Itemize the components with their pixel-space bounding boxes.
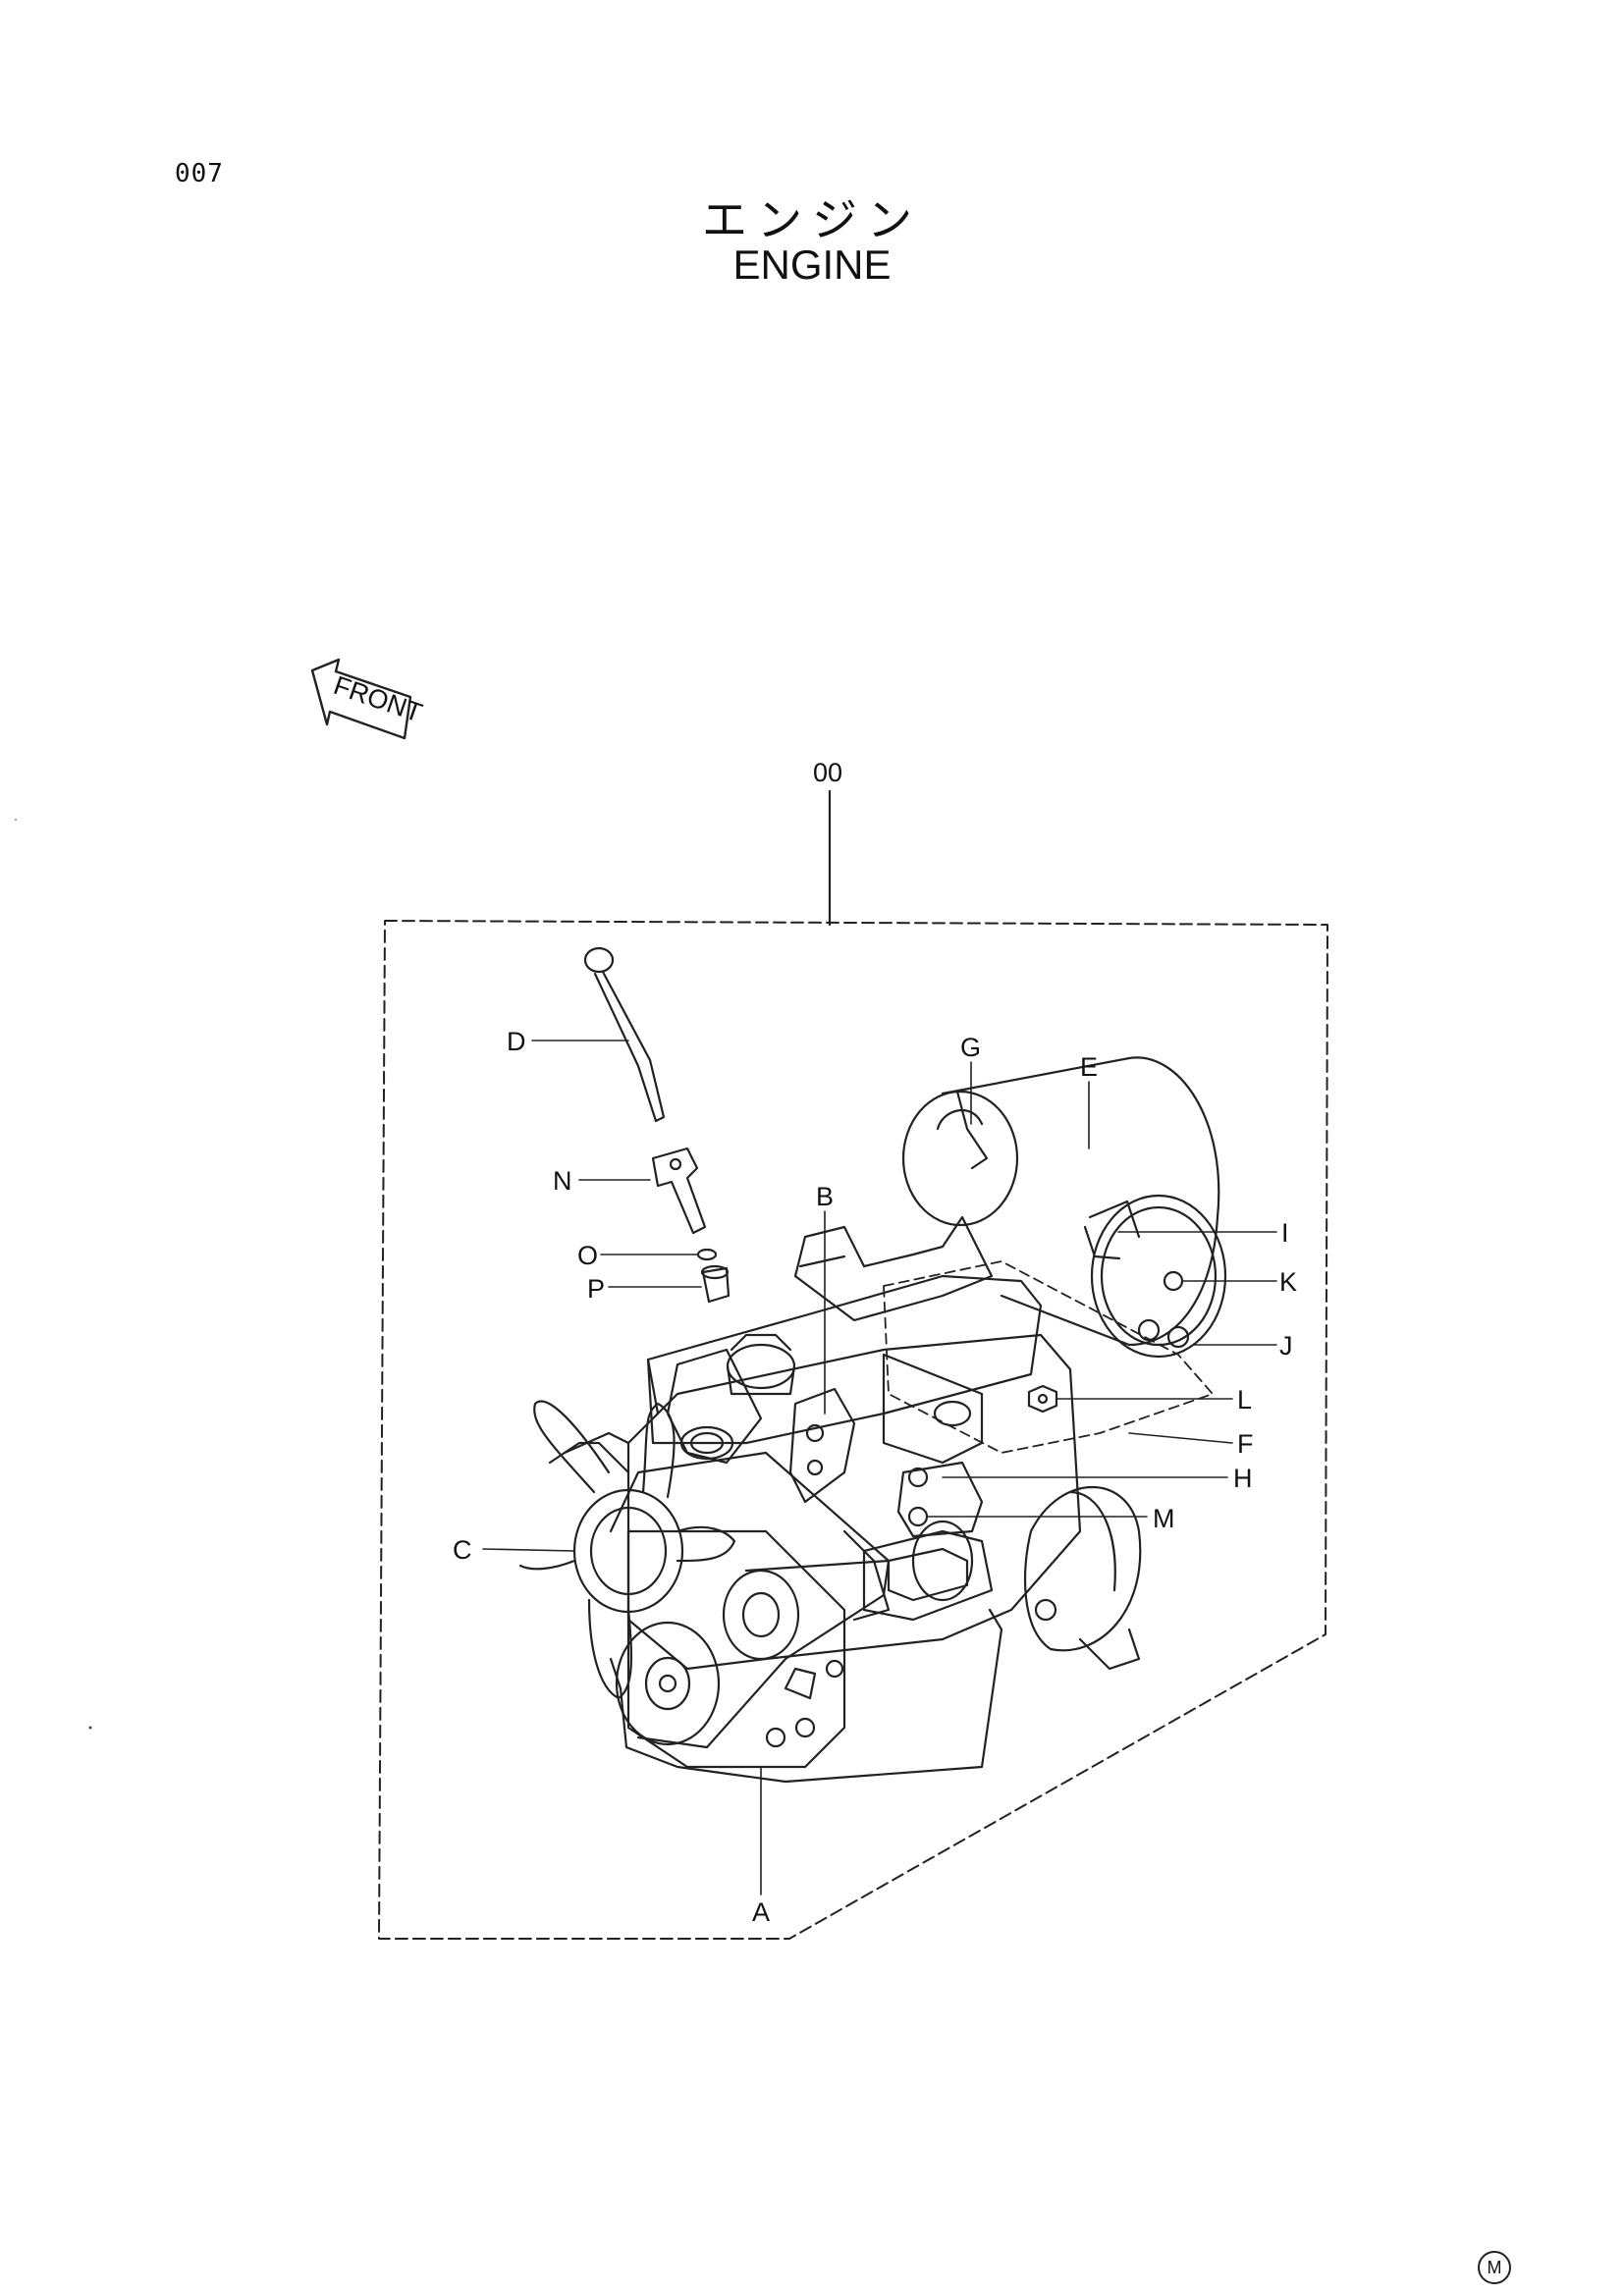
callout-M: M: [1153, 1504, 1175, 1533]
adapter-part-P: [700, 1264, 731, 1304]
callout-leader-lines: [482, 1040, 1277, 1896]
muffler-part-E: [901, 1056, 1227, 1359]
callout-F: F: [1237, 1429, 1254, 1459]
callout-G: G: [960, 1033, 981, 1062]
engine-illustration: [518, 1215, 1142, 1784]
nut-part-L: [1027, 1384, 1058, 1414]
callout-labels: A B C D E F G H I J K L M N O P: [453, 1027, 1297, 1927]
callout-P: P: [587, 1274, 605, 1304]
dipstick-guide-part-N: [651, 1147, 707, 1235]
callout-B: B: [816, 1182, 834, 1211]
callout-O: O: [577, 1241, 598, 1270]
callout-I: I: [1281, 1218, 1289, 1248]
dipstick-part-D: [583, 946, 666, 1123]
title-english: ENGINE: [732, 241, 892, 288]
callout-J: J: [1279, 1331, 1293, 1361]
callout-L: L: [1237, 1385, 1252, 1415]
print-speck: [88, 1726, 92, 1730]
callout-D: D: [507, 1027, 526, 1056]
callout-N: N: [553, 1166, 572, 1196]
o-ring-part-O: [696, 1248, 718, 1261]
muffler-bracket-part-F: [883, 1260, 1214, 1454]
title-japanese: エンジン: [702, 193, 922, 246]
print-speck: [15, 819, 17, 821]
assembly-boundary: [378, 920, 1328, 1940]
callout-E: E: [1080, 1052, 1098, 1082]
m-marker-badge: M: [1478, 2251, 1511, 2284]
assembly-ref-label: 00: [813, 758, 842, 787]
front-direction-arrow: FRONT: [310, 658, 426, 740]
page-code: 007: [175, 159, 224, 188]
callout-H: H: [1233, 1464, 1253, 1493]
callout-C: C: [453, 1535, 472, 1565]
callout-K: K: [1279, 1267, 1297, 1297]
callout-A: A: [752, 1897, 770, 1927]
front-arrow-label: FRONT: [330, 670, 426, 728]
